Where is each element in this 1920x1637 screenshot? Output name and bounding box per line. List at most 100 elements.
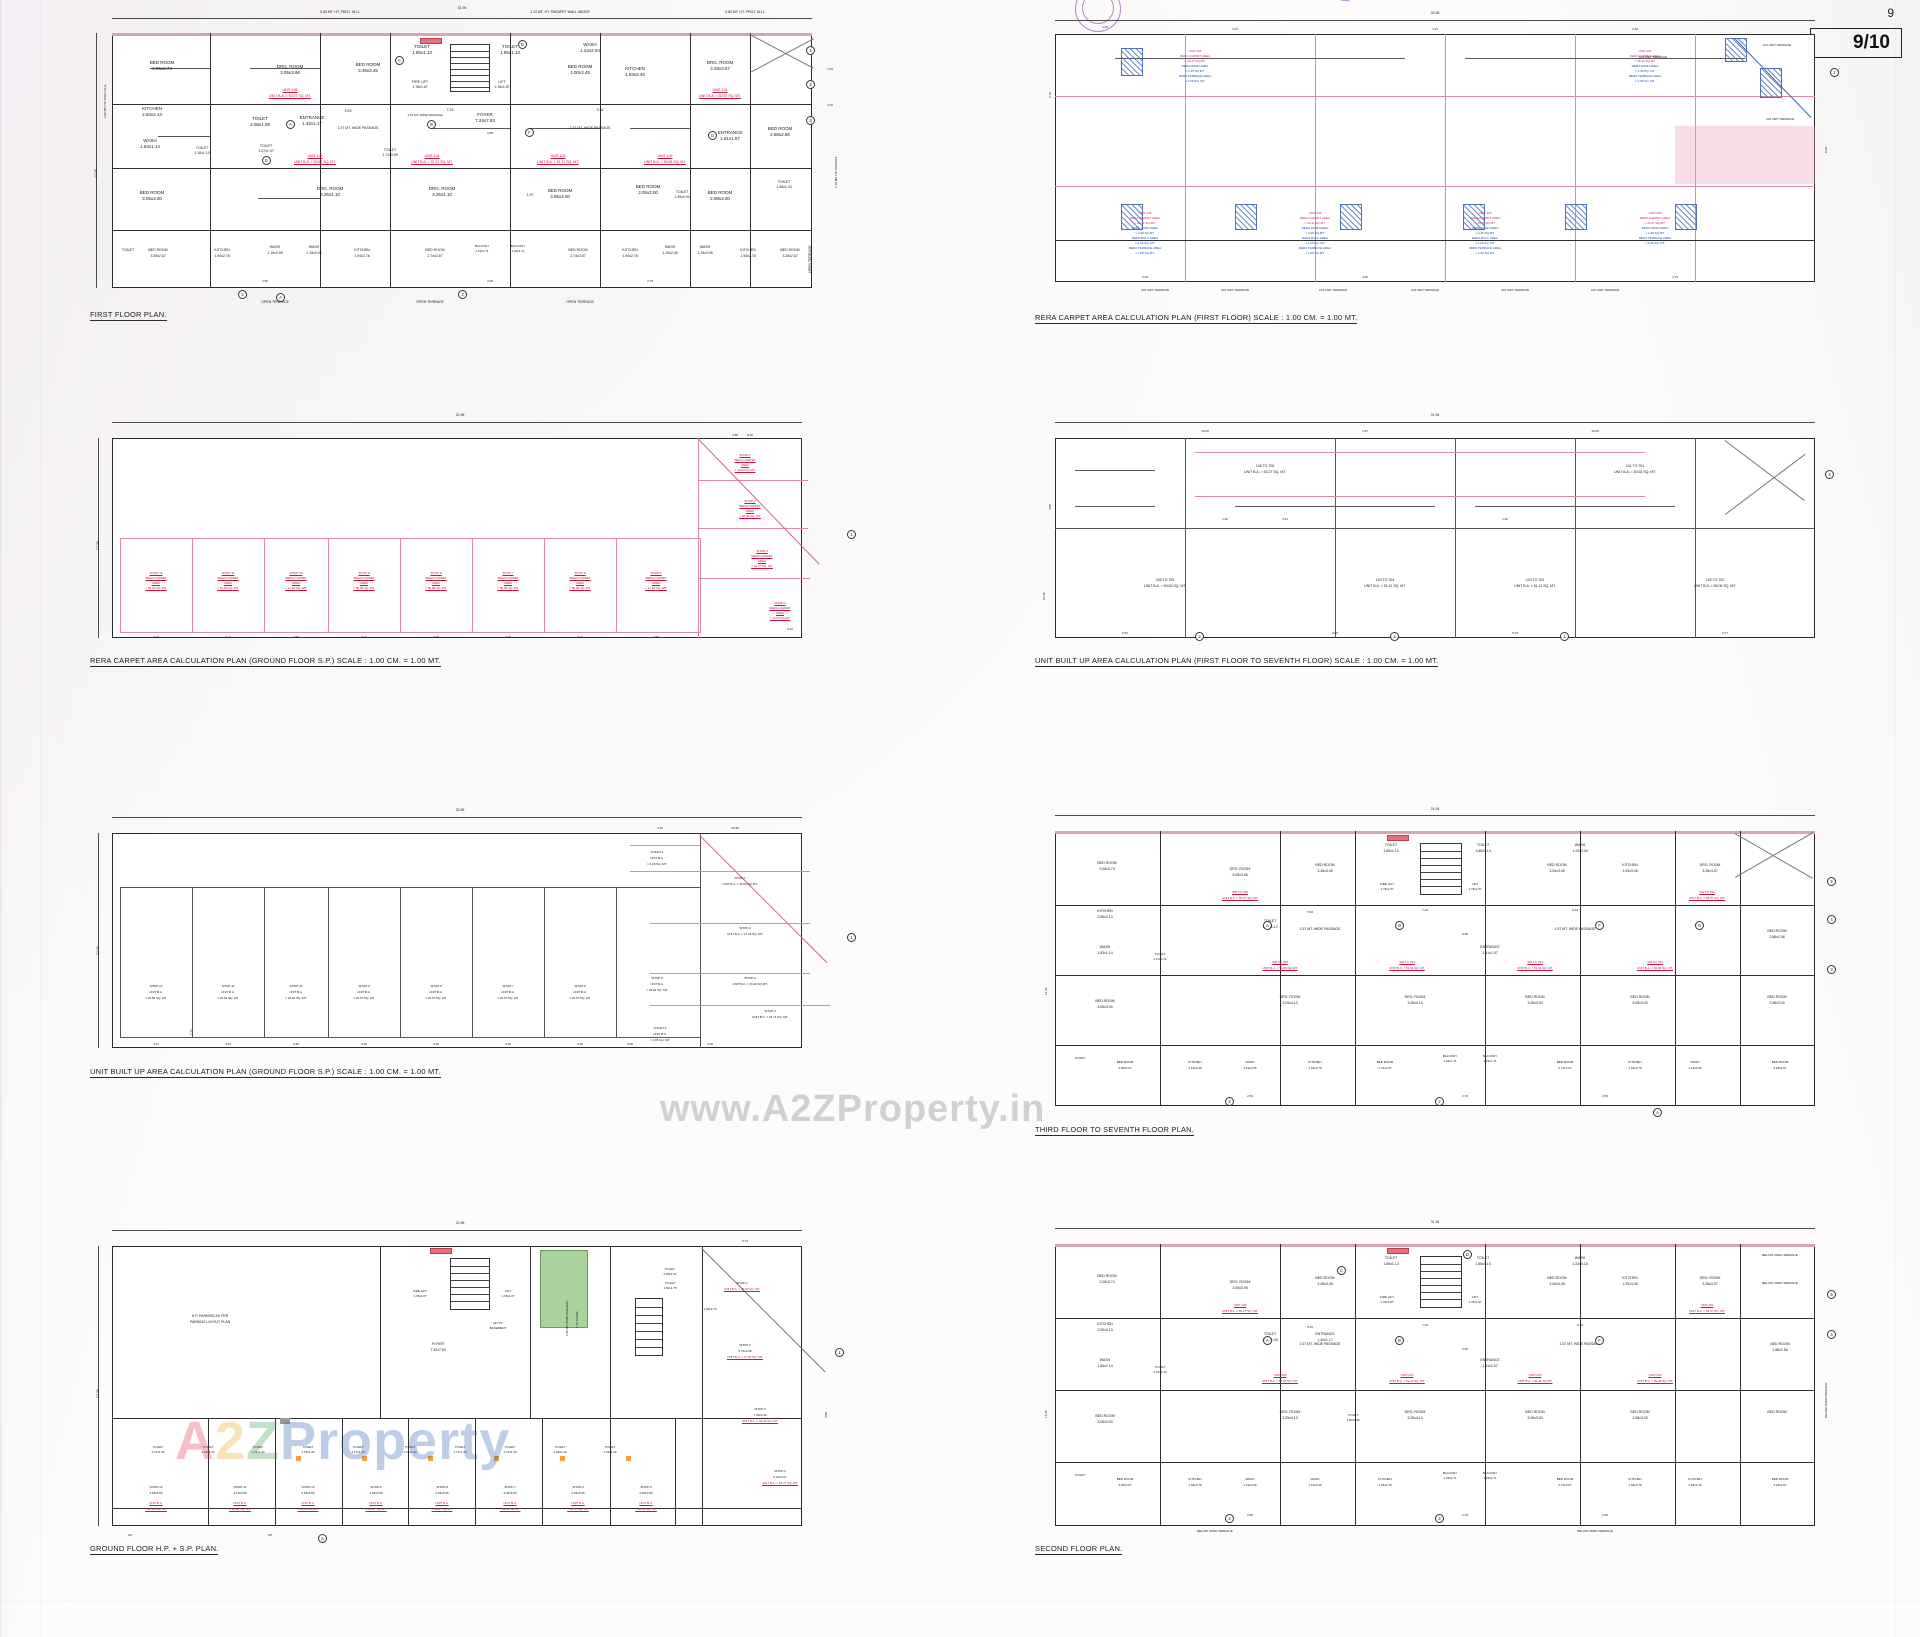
grid-ref-C: C [395, 56, 404, 65]
room-size: 3.05x2.67 [1118, 1483, 1132, 1487]
unit-line: RERA CARPET AREA [1299, 216, 1331, 220]
grid-ref-2c: 2 [458, 290, 467, 299]
shop-line: = 21.54 SQ. MT. [217, 586, 239, 590]
shop-size: 3.04x5.55 [435, 1491, 449, 1495]
shop-line: AREA [431, 581, 441, 585]
unit-area: UNIT B.A. = 51.11 SQ.MT. [1517, 1379, 1553, 1383]
dim-label: 3.04 [361, 635, 367, 639]
room-label: BED ROOM [547, 188, 573, 193]
room-size: 3.00x3.45 [570, 70, 590, 75]
room-size: 1.50x1.75 [663, 1286, 677, 1290]
room-size: 3.05x2.67 [1118, 1066, 1132, 1070]
shop-area: UNIT B.A. [149, 1501, 163, 1505]
plan-title: UNIT BUILT UP AREA CALCULATION PLAN (FIR… [1035, 656, 1439, 667]
room-size: 1.10x1.10 [194, 151, 210, 155]
room-size: 3.05x3.00 [1097, 1005, 1113, 1009]
room-size: 1.93x3.45 [1622, 1282, 1638, 1286]
dim-label: 9.34 [1577, 1323, 1583, 1327]
fire-equipment-marker [420, 38, 442, 44]
dim-label: 0.85 [1462, 932, 1468, 936]
unit-block-label: 104 TO 704 [1375, 578, 1395, 582]
room-label: KITCHEN [1688, 1477, 1702, 1481]
dim-label: 5.53 [1307, 1325, 1313, 1329]
dim-label: 6.77 [1722, 631, 1728, 635]
room-size: 1.61x1.57 [720, 136, 740, 141]
room-size: 3.05x3.00 [550, 194, 570, 199]
shop-line: RERA CARPET [645, 576, 667, 580]
room-size: 1.85x1.13 [500, 50, 520, 55]
room-label: KITCHEN [1628, 1060, 1642, 1064]
unit-line: = 43.41 SQ.MT. [1134, 221, 1156, 225]
room-label: BED ROOM [1767, 995, 1787, 999]
dim-label: 4.58 [824, 1412, 828, 1418]
shop-name: SHOP-8 [436, 1485, 448, 1489]
shop-area: UNIT B.A. [301, 1501, 315, 1505]
staircase [1420, 843, 1462, 895]
room-label: KITCHEN [1622, 1276, 1638, 1280]
shop-name: SHOP-3 [754, 1407, 766, 1411]
shop-size: 3.13x5.55 [233, 1491, 247, 1495]
room-size: 3.05x3.00 [638, 190, 658, 195]
dim-label: 3.13 [225, 635, 231, 639]
panel-unit-builtup-ground-sp: 32.98 12.36 SHOP-12 UNIT B.A. = 22.82 SQ… [90, 805, 880, 1085]
unit-line: = 2.25 SQ. MT. [1304, 241, 1326, 245]
grid-ref-4: 4 [1827, 1330, 1836, 1339]
terrace-label: 105 UNIT TERRACE [1141, 288, 1169, 292]
unit-area: UNIT B.A. = 52.27 SQ. MT. [1222, 896, 1258, 900]
shop-line: = 17.20 SQ. MT. [285, 586, 307, 590]
dim-label: 9.34 [1572, 908, 1578, 912]
room-size: 7.24x7.83 [475, 118, 495, 123]
unit-label: 304 TO 704 [1399, 960, 1415, 964]
room-label: BED ROOM [1770, 1342, 1790, 1346]
unit-area: UNIT B.A. = 50.63 SQ.MT. [1262, 966, 1298, 970]
grid-ref-G: G [708, 131, 717, 140]
room-size: 2.88x2.56 [770, 132, 790, 137]
grid-ref-E: E [262, 156, 271, 165]
room-size: 1.50x0.99 [1346, 1418, 1360, 1422]
dim-label: 10.00 [1591, 429, 1599, 433]
overall-width-dim: 31.94 [1430, 413, 1440, 417]
room-size: 3.25x4.10 [1282, 1416, 1298, 1420]
room-label: DRG. ROOM [1229, 867, 1251, 871]
shop-line: RERA CARPET [497, 576, 519, 580]
terrace-label: 104 UNIT TERRACE [1221, 288, 1249, 292]
dim-label: 1.63 [1102, 25, 1108, 29]
unit-block-area: UNIT B.A. = 51.11 SQ. MT. [1364, 584, 1406, 588]
shop-line: = 18.63 SQ. MT. [285, 996, 307, 1000]
toilet-label: TOILET [352, 1445, 364, 1449]
dim-label: 6.52 [1122, 631, 1128, 635]
shop-line: AREA [745, 509, 755, 513]
unit-label: 305 TO 705 [1272, 960, 1288, 964]
fire-equipment-marker [1387, 835, 1409, 841]
room-label: BED ROOM [1376, 1060, 1394, 1064]
room-size: 3.05x3.00 [1097, 1420, 1113, 1424]
room-size: 1.94x2.78 [1378, 1483, 1392, 1487]
room-size: 1.22x2.04 [1572, 849, 1588, 853]
dim-label: 1.15 MT. HT. PARAPET WALL ABOVE [530, 10, 590, 14]
room-label: WASH [308, 245, 320, 249]
overall-width-dim: 31.94 [457, 6, 467, 10]
toilet-label: TOILET [454, 1445, 466, 1449]
room-label: BED ROOM [567, 64, 593, 69]
toilet-label: TOILET [404, 1445, 416, 1449]
shop-line: = 22.82 SQ. MT. [145, 996, 167, 1000]
unit-label: UNIT-104 [424, 154, 440, 158]
room-label: BED ROOM [1556, 1477, 1574, 1481]
unit-area: UNIT B.A. = 50.08 SQ. MT. [644, 160, 686, 164]
room-label: FIRE LIFT [413, 1289, 427, 1293]
shop-area: UNIT B.A. = 17.34 SQ. MT. [727, 1355, 763, 1359]
room-size: 2.98x3.00 [1632, 1416, 1648, 1420]
grid-ref-2b: 2 [238, 290, 247, 299]
room-label: KITCHEN [1378, 1477, 1392, 1481]
dim-label: 3.05 [505, 635, 511, 639]
terrace-label: 101 UNIT TERRACE [1639, 55, 1667, 59]
shop-area: = 18.63 SQ. MT. [635, 1507, 657, 1511]
shop-area: = 18.63 SQ.MT. [297, 1507, 319, 1511]
shop-line: = 19.04 SQ. MT. [145, 586, 167, 590]
room-size: 2.50x2.13 [1097, 1328, 1113, 1332]
room-label: BED ROOM [355, 62, 381, 67]
grid-ref-F: F [525, 128, 534, 137]
dim-label: 3.21 [1282, 517, 1288, 521]
depth-dim: 12.36 [96, 946, 100, 955]
room-size: 1.19x1.71 [475, 249, 489, 253]
